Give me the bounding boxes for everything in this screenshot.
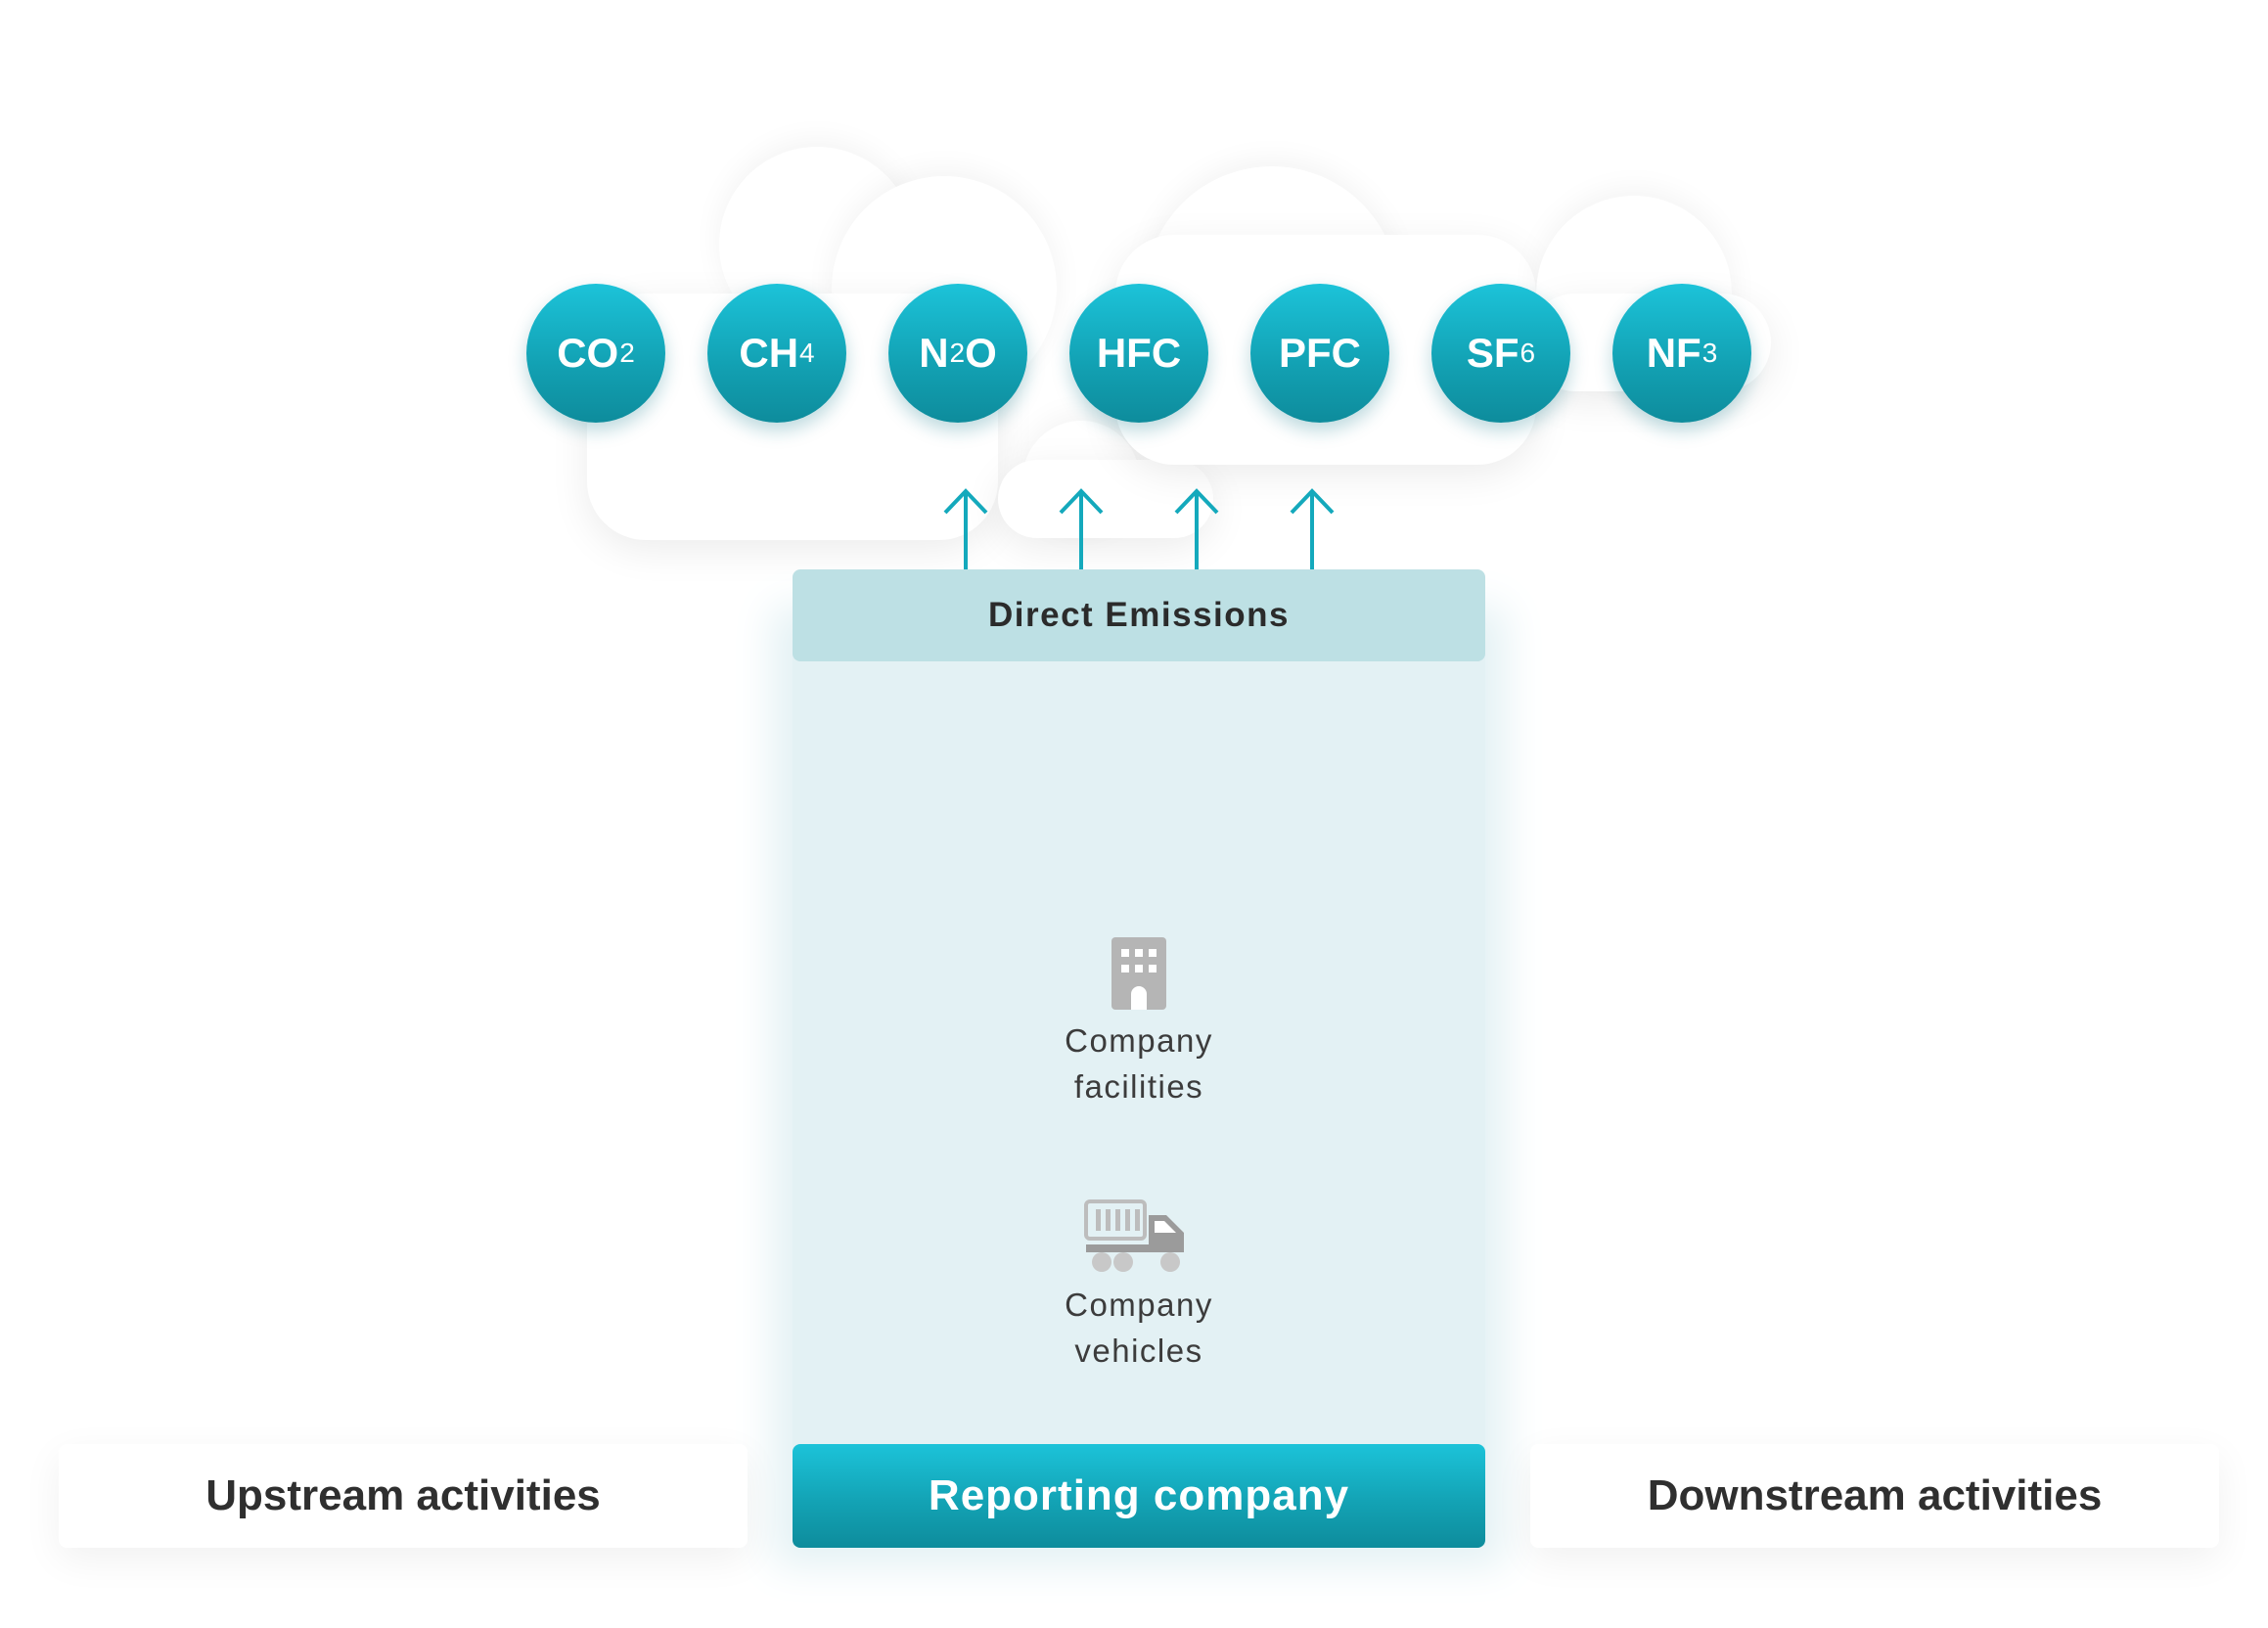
reporting-company-column (793, 626, 1485, 1546)
up-arrow-icon (1059, 488, 1104, 583)
up-arrow-icon (943, 488, 988, 583)
up-arrow-icon (1174, 488, 1219, 583)
reporting-company-label: Reporting company (928, 1471, 1350, 1519)
upstream-activities-box: Upstream activities (59, 1444, 748, 1548)
gas-bubble-hfc: HFC (1069, 284, 1208, 423)
source-vehicles-line2: vehicles (1074, 1333, 1203, 1369)
downstream-activities-box: Downstream activities (1530, 1444, 2219, 1548)
building-icon (1111, 937, 1166, 1010)
direct-emissions-bar: Direct Emissions (793, 569, 1485, 661)
direct-emissions-label: Direct Emissions (988, 596, 1290, 634)
source-facilities-line2: facilities (1073, 1068, 1204, 1105)
reporting-company-box: Reporting company (793, 1444, 1485, 1548)
source-vehicles: Company vehicles (943, 1282, 1335, 1374)
cloud-small (998, 460, 1213, 538)
truck-icon (1084, 1199, 1184, 1272)
upstream-activities-label: Upstream activities (205, 1471, 601, 1519)
source-facilities-line1: Company (1065, 1022, 1213, 1059)
downstream-activities-label: Downstream activities (1647, 1471, 2103, 1519)
gas-bubble-pfc: PFC (1250, 284, 1389, 423)
source-facilities: Company facilities (943, 1018, 1335, 1109)
source-vehicles-line1: Company (1065, 1287, 1213, 1323)
up-arrow-icon (1290, 488, 1335, 583)
